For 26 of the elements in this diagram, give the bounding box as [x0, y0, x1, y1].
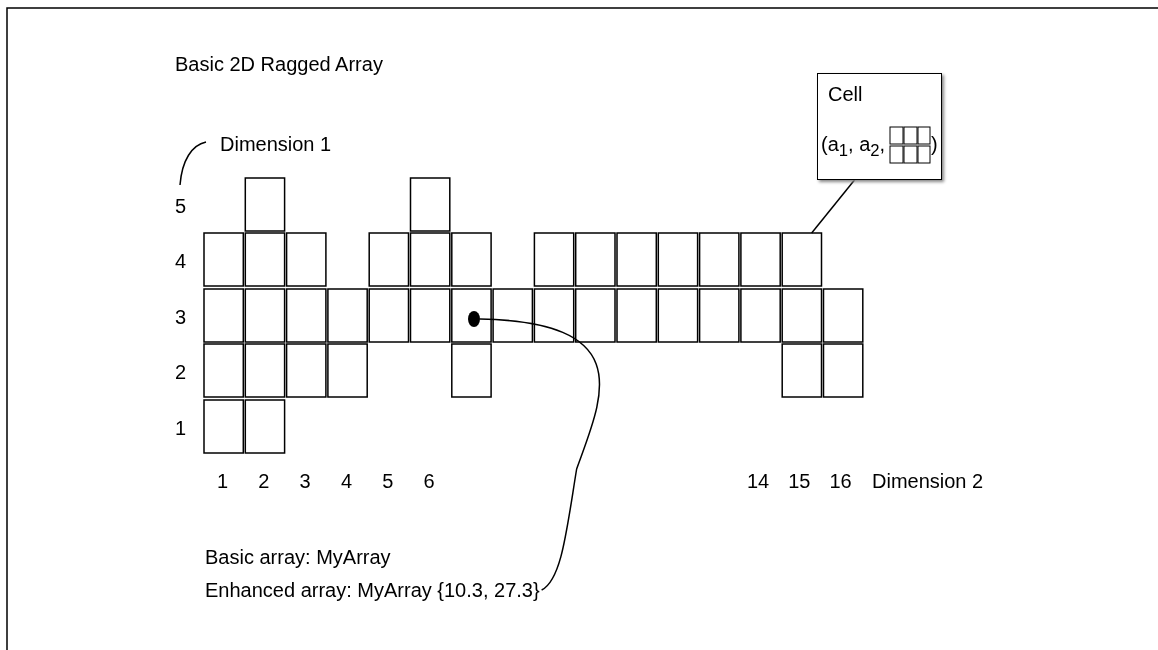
column-number: 16 [829, 471, 852, 491]
callout-heading: Cell [828, 84, 863, 104]
column-number: 2 [258, 471, 270, 491]
array-syntax-text: Enhanced array: MyArray {10.3, 27.3} [205, 580, 540, 600]
column-number: 4 [340, 471, 352, 491]
row-number: 1 [175, 418, 187, 438]
column-number: 15 [788, 471, 811, 491]
axis-title: Dimension 2 [872, 471, 984, 491]
column-number: 1 [217, 471, 229, 491]
row-number: 4 [175, 251, 187, 271]
cell-tuple-text: (a$_{1}$, a$_{2}$, [821, 134, 886, 160]
column-number: 6 [423, 471, 435, 491]
diagram-title: Basic 2D Ragged Array [175, 54, 383, 74]
column-number: 3 [299, 471, 311, 491]
row-number: 3 [175, 307, 187, 327]
array-cell [781, 232, 823, 287]
leader-line [479, 318, 601, 591]
array-syntax-text: Basic array: MyArray [205, 547, 391, 567]
callout-box [817, 73, 942, 180]
axis-title: Dimension 1 [220, 134, 332, 154]
pointer-dot [468, 311, 480, 327]
column-number: 5 [382, 471, 394, 491]
row-number: 5 [175, 196, 187, 216]
row-number: 2 [175, 362, 187, 382]
column-number: 14 [746, 471, 770, 491]
closing-parenthesis: ) [931, 134, 938, 154]
